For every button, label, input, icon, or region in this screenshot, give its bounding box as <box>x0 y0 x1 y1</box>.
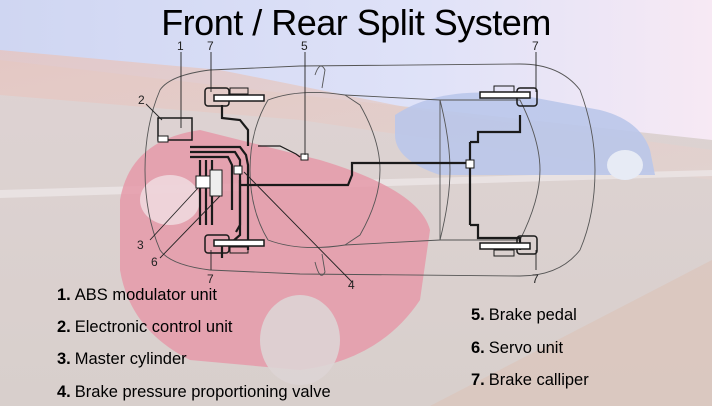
legend-item: 7.Brake calliper <box>471 371 589 390</box>
proportioning-valve <box>233 165 243 175</box>
legend-item: 2.Electronic control unit <box>57 318 233 337</box>
brake-pedal <box>300 153 309 161</box>
callout-2: 2 <box>138 93 145 107</box>
brake-calliper-front-left <box>204 87 265 107</box>
callout-7-front-right: 7 <box>207 272 214 286</box>
callout-labels: 1 2 3 4 5 6 7 7 7 7 <box>137 39 539 292</box>
legend-label: Brake pedal <box>488 306 577 324</box>
legend-label: Electronic control unit <box>74 318 233 336</box>
legend-label: Brake calliper <box>488 371 589 389</box>
leader-lines <box>145 52 537 283</box>
legend-item: 3.Master cylinder <box>57 350 187 369</box>
brake-calliper-front-right <box>204 234 265 254</box>
legend-number: 4. <box>57 383 71 401</box>
brake-lines <box>190 105 522 258</box>
callout-4: 4 <box>348 278 355 292</box>
components <box>157 85 538 257</box>
callout-6: 6 <box>151 255 158 269</box>
callout-7-front-left: 7 <box>207 39 214 53</box>
legend-number: 7. <box>471 371 485 389</box>
legend-number: 2. <box>57 318 71 336</box>
legend-number: 3. <box>57 350 71 368</box>
callout-7-rear-right: 7 <box>532 272 539 286</box>
abs-modulator-unit <box>157 117 193 141</box>
legend-number: 5. <box>471 306 485 324</box>
legend-item: 1.ABS modulator unit <box>57 286 217 305</box>
callout-5: 5 <box>301 39 308 53</box>
callout-3: 3 <box>137 238 144 252</box>
legend-number: 6. <box>471 339 485 357</box>
brake-calliper-rear-left <box>479 85 538 107</box>
callout-1: 1 <box>177 39 184 53</box>
legend-label: Brake pressure proportioning valve <box>74 383 331 401</box>
legend-item: 4.Brake pressure proportioning valve <box>57 383 331 402</box>
legend-label: Master cylinder <box>74 350 187 368</box>
legend-item: 6.Servo unit <box>471 339 563 358</box>
callout-7-rear-left: 7 <box>532 39 539 53</box>
servo-unit <box>209 169 223 197</box>
master-cylinder <box>195 175 211 189</box>
electronic-control-unit <box>157 135 169 143</box>
brake-calliper-rear-right <box>479 235 538 257</box>
legend-item: 5.Brake pedal <box>471 306 577 325</box>
legend-label: ABS modulator unit <box>74 286 217 304</box>
legend-label: Servo unit <box>488 339 564 357</box>
legend-number: 1. <box>57 286 71 304</box>
slide-title: Front / Rear Split System <box>161 2 551 43</box>
